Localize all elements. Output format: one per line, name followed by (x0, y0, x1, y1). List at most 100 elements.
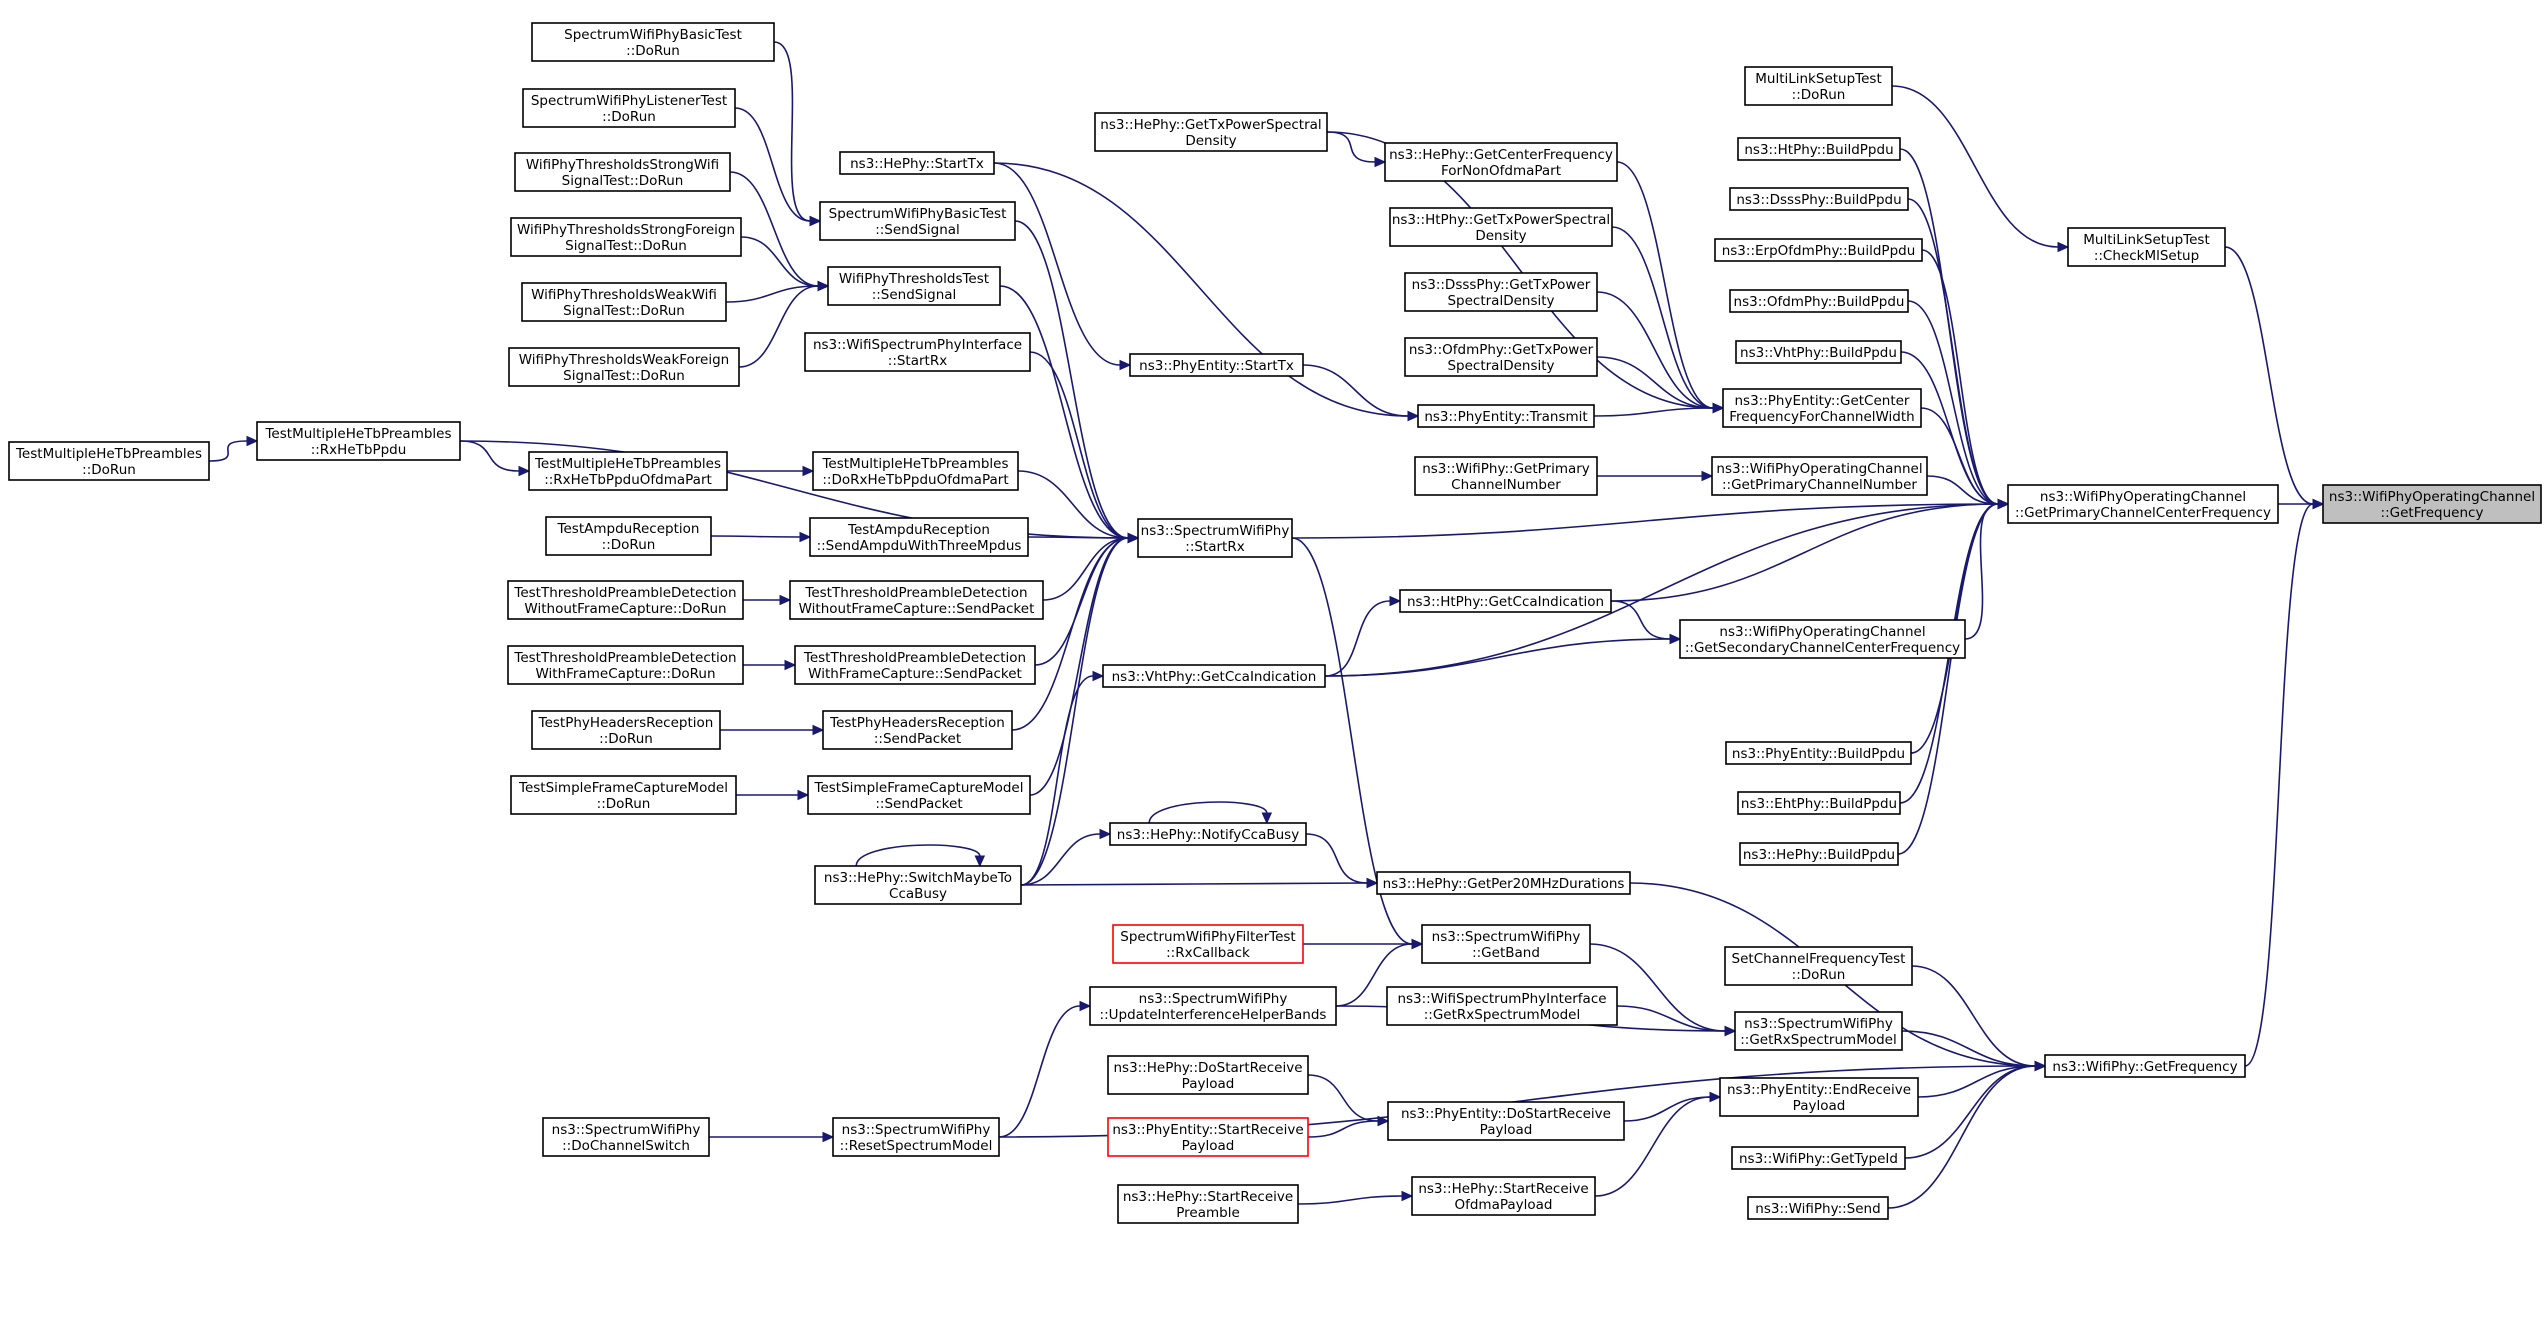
node-spbt-sendsignal[interactable]: SpectrumWifiPhyBasicTest::SendSignal (819, 201, 1016, 241)
node-hephy-getcenterfreq[interactable]: ns3::HePhy::GetCenterFrequencyForNonOfdm… (1384, 142, 1618, 182)
node-swp-updatebands[interactable]: ns3::SpectrumWifiPhy::UpdateInterference… (1089, 986, 1337, 1026)
node-hephy-build[interactable]: ns3::HePhy::BuildPpdu (1739, 842, 1899, 866)
node-tsfc-dorun[interactable]: TestSimpleFrameCaptureModel::DoRun (510, 775, 737, 815)
node-tphr-send[interactable]: TestPhyHeadersReception::SendPacket (822, 710, 1013, 750)
node-swpft-rxcb[interactable]: SpectrumWifiPhyFilterTest::RxCallback (1112, 924, 1304, 964)
node-hephy-getper20[interactable]: ns3::HePhy::GetPer20MHzDurations (1376, 871, 1631, 895)
node-box (1137, 518, 1293, 558)
edge-arrowhead (2312, 498, 2325, 510)
node-tmh-rxofdma[interactable]: TestMultipleHeTbPreambles::RxHeTbPpduOfd… (528, 451, 728, 491)
node-label-line: ::DoRun (602, 537, 656, 553)
node-box (1711, 456, 1928, 496)
node-ttpd-wo-dorun[interactable]: TestThresholdPreambleDetectionWithoutFra… (507, 580, 744, 620)
node-wifiphy-send[interactable]: ns3::WifiPhy::Send (1747, 1196, 1889, 1220)
node-tsfc-send[interactable]: TestSimpleFrameCaptureModel::SendPacket (807, 775, 1031, 815)
node-box (1735, 340, 1902, 364)
node-tmh-dorun[interactable]: TestMultipleHeTbPreambles::DoRun (8, 441, 210, 481)
node-swp-dochswitch[interactable]: ns3::SpectrumWifiPhy::DoChannelSwitch (542, 1117, 710, 1157)
node-swp-startrx[interactable]: ns3::SpectrumWifiPhy::StartRx (1137, 518, 1293, 558)
edge-line (1891, 85, 2059, 248)
node-wtsw-dorun[interactable]: WifiPhyThresholdsStrongWifiSignalTest::D… (514, 152, 731, 192)
node-hephy-starttx[interactable]: ns3::HePhy::StartTx (839, 151, 995, 175)
edge-line (459, 440, 520, 472)
node-hephy-notifycca[interactable]: ns3::HePhy::NotifyCcaBusy (1109, 822, 1307, 846)
node-box (839, 151, 995, 175)
node-wspi-getrxmodel[interactable]: ns3::WifiSpectrumPhyInterface::GetRxSpec… (1386, 986, 1618, 1026)
node-tar-sendampdu[interactable]: TestAmpduReception::SendAmpduWithThreeMp… (809, 517, 1029, 557)
edge-swp-resetmodel-to-swp-updatebands (998, 1000, 1092, 1138)
node-vhtphy-build[interactable]: ns3::VhtPhy::BuildPpdu (1735, 340, 1902, 364)
node-box (1414, 456, 1598, 496)
node-mlst-checkml[interactable]: MultiLinkSetupTest::CheckMlSetup (2067, 227, 2226, 267)
node-vhtphy-getcca[interactable]: ns3::VhtPhy::GetCcaIndication (1102, 664, 1326, 688)
node-woc-getfreq[interactable]: ns3::WifiPhyOperatingChannel::GetFrequen… (2322, 484, 2542, 524)
node-erpphy-build[interactable]: ns3::ErpOfdmPhy::BuildPpdu (1714, 238, 1923, 262)
node-wspi-startrx[interactable]: ns3::WifiSpectrumPhyInterface::StartRx (804, 332, 1031, 372)
node-phyentity-getcenterfreq[interactable]: ns3::PhyEntity::GetCenterFrequencyForCha… (1722, 388, 1922, 428)
node-splt-dorun[interactable]: SpectrumWifiPhyListenerTest::DoRun (522, 88, 736, 128)
edge-arrowhead (1411, 938, 1424, 950)
node-mlst-dorun[interactable]: MultiLinkSetupTest::DoRun (1744, 66, 1893, 106)
node-tmh-dorxofdma[interactable]: TestMultipleHeTbPreambles::DoRxHeTbPpduO… (812, 451, 1019, 491)
edge-line (1020, 833, 1101, 886)
node-wifiphy-getprimchan[interactable]: ns3::WifiPhy::GetPrimaryChannelNumber (1414, 456, 1598, 496)
node-box (522, 88, 736, 128)
edge-line (1291, 537, 1413, 945)
node-label-line: ns3::PhyEntity::DoStartReceive (1401, 1106, 1611, 1122)
node-htphy-getcca[interactable]: ns3::HtPhy::GetCcaIndication (1399, 589, 1612, 613)
edge-tmh-dorun-to-tmh-rxhetbppdu (208, 435, 259, 462)
node-phyentity-transmit[interactable]: ns3::PhyEntity::Transmit (1417, 404, 1595, 428)
node-label-line: ns3::WifiPhyOperatingChannel (1719, 624, 1925, 640)
node-scft-dorun[interactable]: SetChannelFrequencyTest::DoRun (1724, 946, 1913, 986)
node-label-line: TestMultipleHeTbPreambles (821, 456, 1008, 472)
node-tar-dorun[interactable]: TestAmpduReception::DoRun (545, 516, 712, 556)
node-phyentity-starttx[interactable]: ns3::PhyEntity::StartTx (1129, 353, 1304, 377)
node-wtt-sendsignal[interactable]: WifiPhyThresholdsTest::SendSignal (827, 266, 1001, 306)
node-wifiphy-gettypeid[interactable]: ns3::WifiPhy::GetTypeId (1731, 1146, 1906, 1170)
node-box (1107, 1117, 1309, 1157)
node-dsssphy-build[interactable]: ns3::DsssPhy::BuildPpdu (1729, 187, 1909, 211)
node-htphy-build[interactable]: ns3::HtPhy::BuildPpdu (1737, 137, 1901, 161)
node-woc-getprimcenter[interactable]: ns3::WifiPhyOperatingChannel::GetPrimary… (2007, 484, 2279, 524)
node-ehtphy-build[interactable]: ns3::EhtPhy::BuildPpdu (1737, 791, 1901, 815)
node-label-line: ns3::WifiPhyOperatingChannel (1716, 461, 1922, 477)
node-wtww-dorun[interactable]: WifiPhyThresholdsWeakWifiSignalTest::DoR… (521, 282, 727, 322)
edge-arrowhead (784, 659, 797, 671)
node-wtwf-dorun[interactable]: WifiPhyThresholdsWeakForeignSignalTest::… (508, 347, 740, 387)
node-swp-getrxmodel[interactable]: ns3::SpectrumWifiPhy::GetRxSpectrumModel (1734, 1011, 1903, 1051)
node-box (1734, 1011, 1903, 1051)
node-woc-getseccenter[interactable]: ns3::WifiPhyOperatingChannel::GetSeconda… (1679, 619, 1966, 659)
node-phyentity-build[interactable]: ns3::PhyEntity::BuildPpdu (1725, 741, 1912, 765)
node-wtsf-dorun[interactable]: WifiPhyThresholdsStrongForeignSignalTest… (510, 217, 742, 257)
node-ofdmphy-build[interactable]: ns3::OfdmPhy::BuildPpdu (1729, 289, 1909, 313)
node-tphr-dorun[interactable]: TestPhyHeadersReception::DoRun (531, 710, 721, 750)
node-swp-getband[interactable]: ns3::SpectrumWifiPhy::GetBand (1421, 924, 1591, 964)
node-ttpd-wo-send[interactable]: TestThresholdPreambleDetectionWithoutFra… (789, 580, 1044, 620)
node-label-line: ns3::SpectrumWifiPhy (1139, 991, 1288, 1007)
node-spbt-dorun[interactable]: SpectrumWifiPhyBasicTest::DoRun (531, 22, 775, 62)
node-label-line: ns3::OfdmPhy::GetTxPower (1409, 342, 1594, 358)
node-ttpd-w-dorun[interactable]: TestThresholdPreambleDetectionWithFrameC… (507, 645, 744, 685)
edge-line (1616, 161, 1714, 409)
node-box (1376, 871, 1631, 895)
node-tmh-rxhetbppdu[interactable]: TestMultipleHeTbPreambles::RxHeTbPpdu (256, 421, 461, 461)
edge-line (710, 535, 801, 538)
node-ttpd-w-send[interactable]: TestThresholdPreambleDetectionWithFrameC… (794, 645, 1036, 685)
node-box (1094, 112, 1328, 152)
node-swp-resetmodel[interactable]: ns3::SpectrumWifiPhy::ResetSpectrumModel (832, 1117, 1000, 1157)
node-woc-getprimchan[interactable]: ns3::WifiPhyOperatingChannel::GetPrimary… (1711, 456, 1928, 496)
node-label-line: ns3::WifiPhyOperatingChannel (2329, 489, 2535, 505)
node-wifiphy-getfreq[interactable]: ns3::WifiPhy::GetFrequency (2044, 1054, 2246, 1078)
